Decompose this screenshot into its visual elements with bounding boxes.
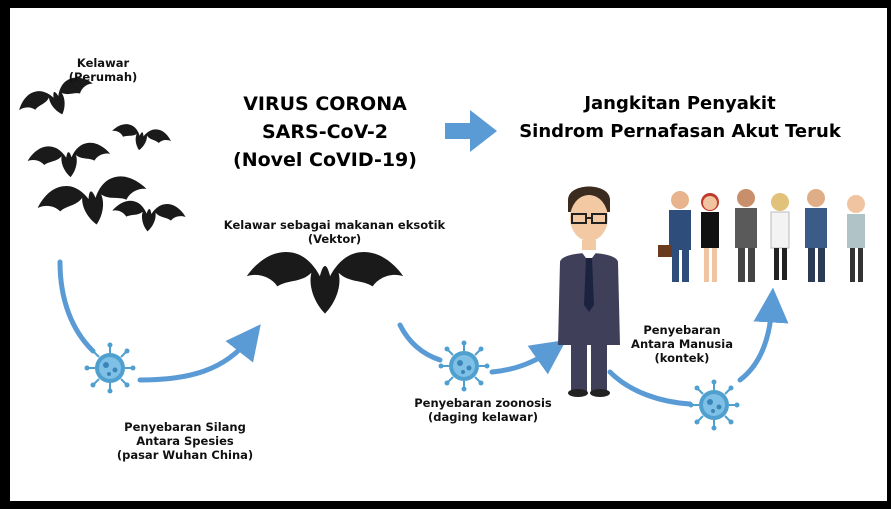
vector-bat-icon bbox=[246, 251, 404, 314]
vector-label: Kelawar sebagai makanan eksotik (Vektor) bbox=[223, 218, 446, 246]
disease-title: Jangkitan Penyakit Sindrom Pernafasan Ak… bbox=[519, 93, 841, 142]
virus-icon bbox=[437, 339, 491, 393]
cross-species-label: Penyebaran Silang Antara Spesies (pasar … bbox=[116, 420, 254, 462]
businessman-icon bbox=[558, 186, 620, 397]
bat-host-label: Kelawar (Perumah) bbox=[68, 56, 138, 84]
zoonosis-label: Penyebaran zoonosis (daging kelawar) bbox=[414, 396, 552, 424]
people-group-icon bbox=[658, 189, 865, 282]
flow-arrows bbox=[57, 259, 789, 407]
virus-icon bbox=[83, 341, 137, 395]
bat-swarm-icon bbox=[15, 72, 187, 235]
human-to-human-label: Penyebaran Antara Manusia (kontek) bbox=[631, 323, 733, 365]
virus-icon bbox=[687, 378, 741, 432]
virus-title: VIRUS CORONA SARS-CoV-2 (Novel CoVID-19) bbox=[233, 93, 417, 171]
right-arrow-icon bbox=[445, 110, 497, 152]
